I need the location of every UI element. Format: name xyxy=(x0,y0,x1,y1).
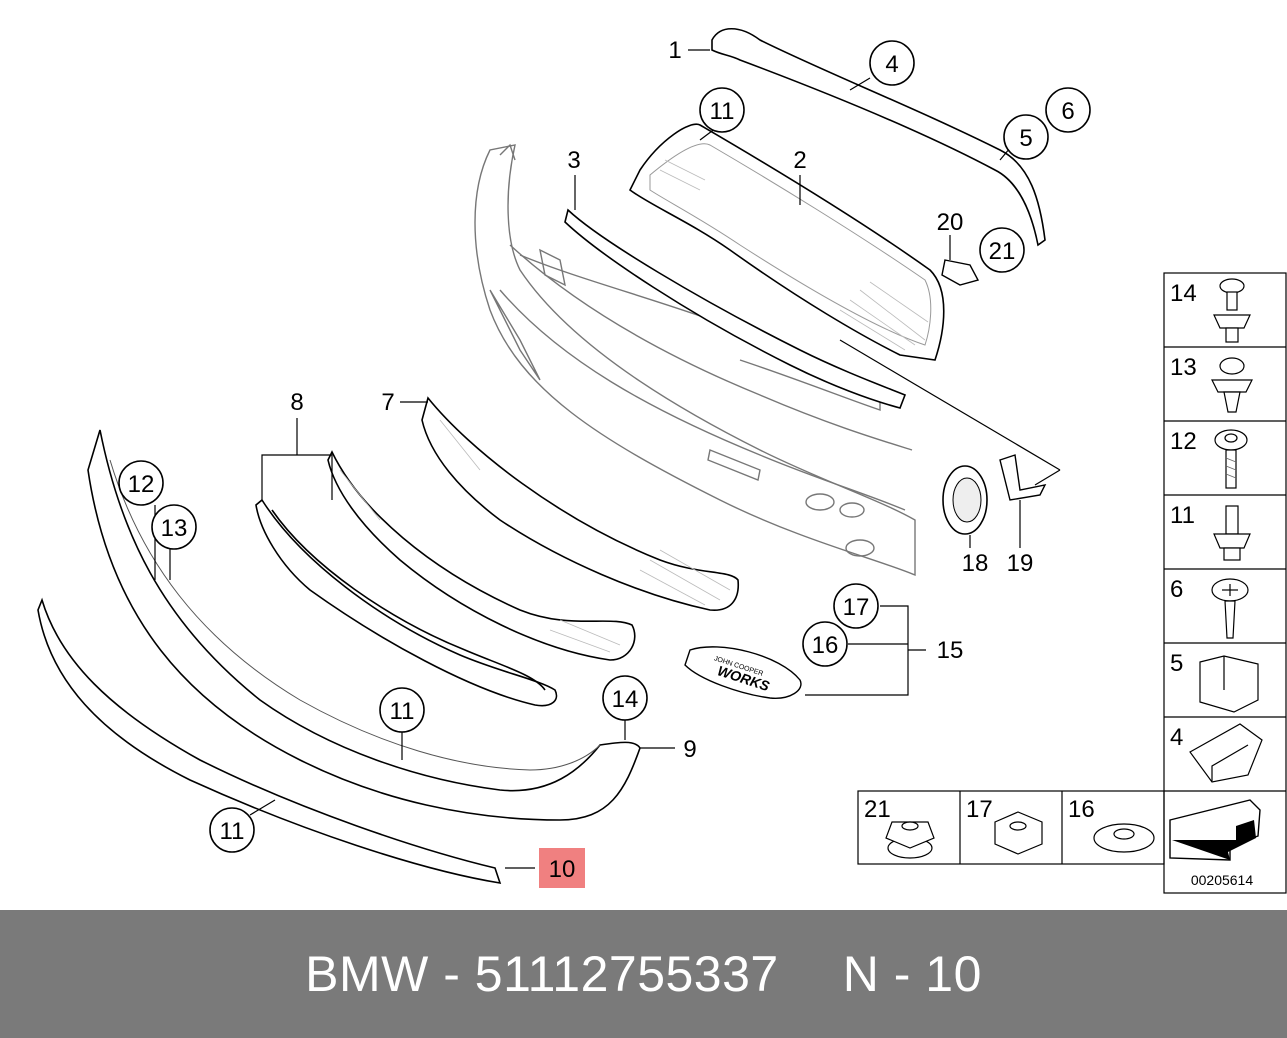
callout-10: 10 xyxy=(549,856,576,883)
washer-16-drawing xyxy=(1093,823,1155,853)
fastener-4-drawing xyxy=(1189,723,1263,783)
fastener-13-drawing xyxy=(1211,357,1253,413)
round-badge-18 xyxy=(942,465,988,535)
callout-11-top: 11 xyxy=(710,98,735,125)
callout-20: 20 xyxy=(937,209,964,236)
upper-grille xyxy=(628,123,945,361)
callout-15: 15 xyxy=(937,637,964,664)
callout-21: 21 xyxy=(989,238,1016,265)
callout-2: 2 xyxy=(793,147,806,174)
grille-insert-8 xyxy=(327,450,636,661)
fastener-label-14: 14 xyxy=(1170,280,1197,307)
bracket-19 xyxy=(999,454,1047,501)
drawing-number: 00205614 xyxy=(1191,872,1254,888)
fastener-12-drawing xyxy=(1214,429,1248,489)
fastener-table-bottom xyxy=(857,790,1165,865)
bumper-shell xyxy=(474,143,916,577)
fastener-label-12: 12 xyxy=(1170,428,1197,455)
callout-13: 13 xyxy=(161,515,188,542)
callout-16: 16 xyxy=(812,632,839,659)
fastener-5-drawing xyxy=(1199,655,1259,713)
callout-1: 1 xyxy=(668,37,681,64)
fastener-6-drawing xyxy=(1211,578,1249,639)
fastener-label-21: 21 xyxy=(864,796,891,823)
callout-4: 4 xyxy=(885,51,898,78)
part-number: 51112755337 xyxy=(474,946,779,1002)
nut-21-drawing xyxy=(885,821,935,859)
callout-12: 12 xyxy=(128,471,155,498)
footer-bar: BMW - 51112755337 N - 10 xyxy=(0,910,1287,1038)
callout-19: 19 xyxy=(1007,550,1034,577)
direction-arrow-icon xyxy=(1169,799,1261,861)
brand-name: BMW xyxy=(305,946,429,1002)
exploded-parts-diagram: WORKS JOHN COOPER xyxy=(37,27,1287,894)
lower-spoiler-10 xyxy=(37,597,502,885)
callout-5: 5 xyxy=(1019,125,1032,152)
grille-frame-8 xyxy=(255,498,558,707)
fastener-label-5: 5 xyxy=(1170,650,1183,677)
callout-labels: 4 6 5 11 21 12 13 11 14 11 17 16 1 2 3 2… xyxy=(128,37,1075,845)
fastener-label-16: 16 xyxy=(1068,796,1095,823)
works-emblem: WORKS JOHN COOPER xyxy=(684,646,802,699)
callout-circles xyxy=(118,40,1091,853)
callout-18: 18 xyxy=(962,550,989,577)
fastener-label-4: 4 xyxy=(1170,724,1183,751)
callout-8: 8 xyxy=(290,389,303,416)
fastener-label-6: 6 xyxy=(1170,576,1183,603)
footer-caption: BMW - 51112755337 N - 10 xyxy=(0,910,1287,1038)
trim-strip-3 xyxy=(564,208,907,409)
callout-3: 3 xyxy=(567,147,580,174)
fastener-14-drawing xyxy=(1213,278,1251,343)
upper-trim-strip xyxy=(711,27,1046,247)
fastener-11-drawing xyxy=(1213,505,1251,561)
fastener-label-17: 17 xyxy=(966,796,993,823)
position-label: N - 10 xyxy=(842,946,982,1002)
callout-17: 17 xyxy=(843,594,870,621)
callout-14: 14 xyxy=(612,686,639,713)
callout-6: 6 xyxy=(1061,98,1074,125)
callout-11-bottom: 11 xyxy=(220,818,245,845)
callout-9: 9 xyxy=(683,736,696,763)
nut-17-drawing xyxy=(994,811,1043,855)
lower-grille-7 xyxy=(421,396,739,611)
fastener-table-right xyxy=(1163,272,1287,894)
callout-11-mid: 11 xyxy=(390,698,415,725)
plate-20 xyxy=(941,259,980,286)
fastener-labels: 14 13 12 11 6 5 4 21 17 16 xyxy=(864,280,1197,823)
callout-7: 7 xyxy=(381,389,394,416)
fastener-label-11: 11 xyxy=(1170,502,1195,529)
callout-10-highlight: 10 xyxy=(539,848,585,888)
fastener-label-13: 13 xyxy=(1170,354,1197,381)
footer-separator: - xyxy=(443,946,461,1002)
lower-bumper-cover-9 xyxy=(87,429,641,821)
